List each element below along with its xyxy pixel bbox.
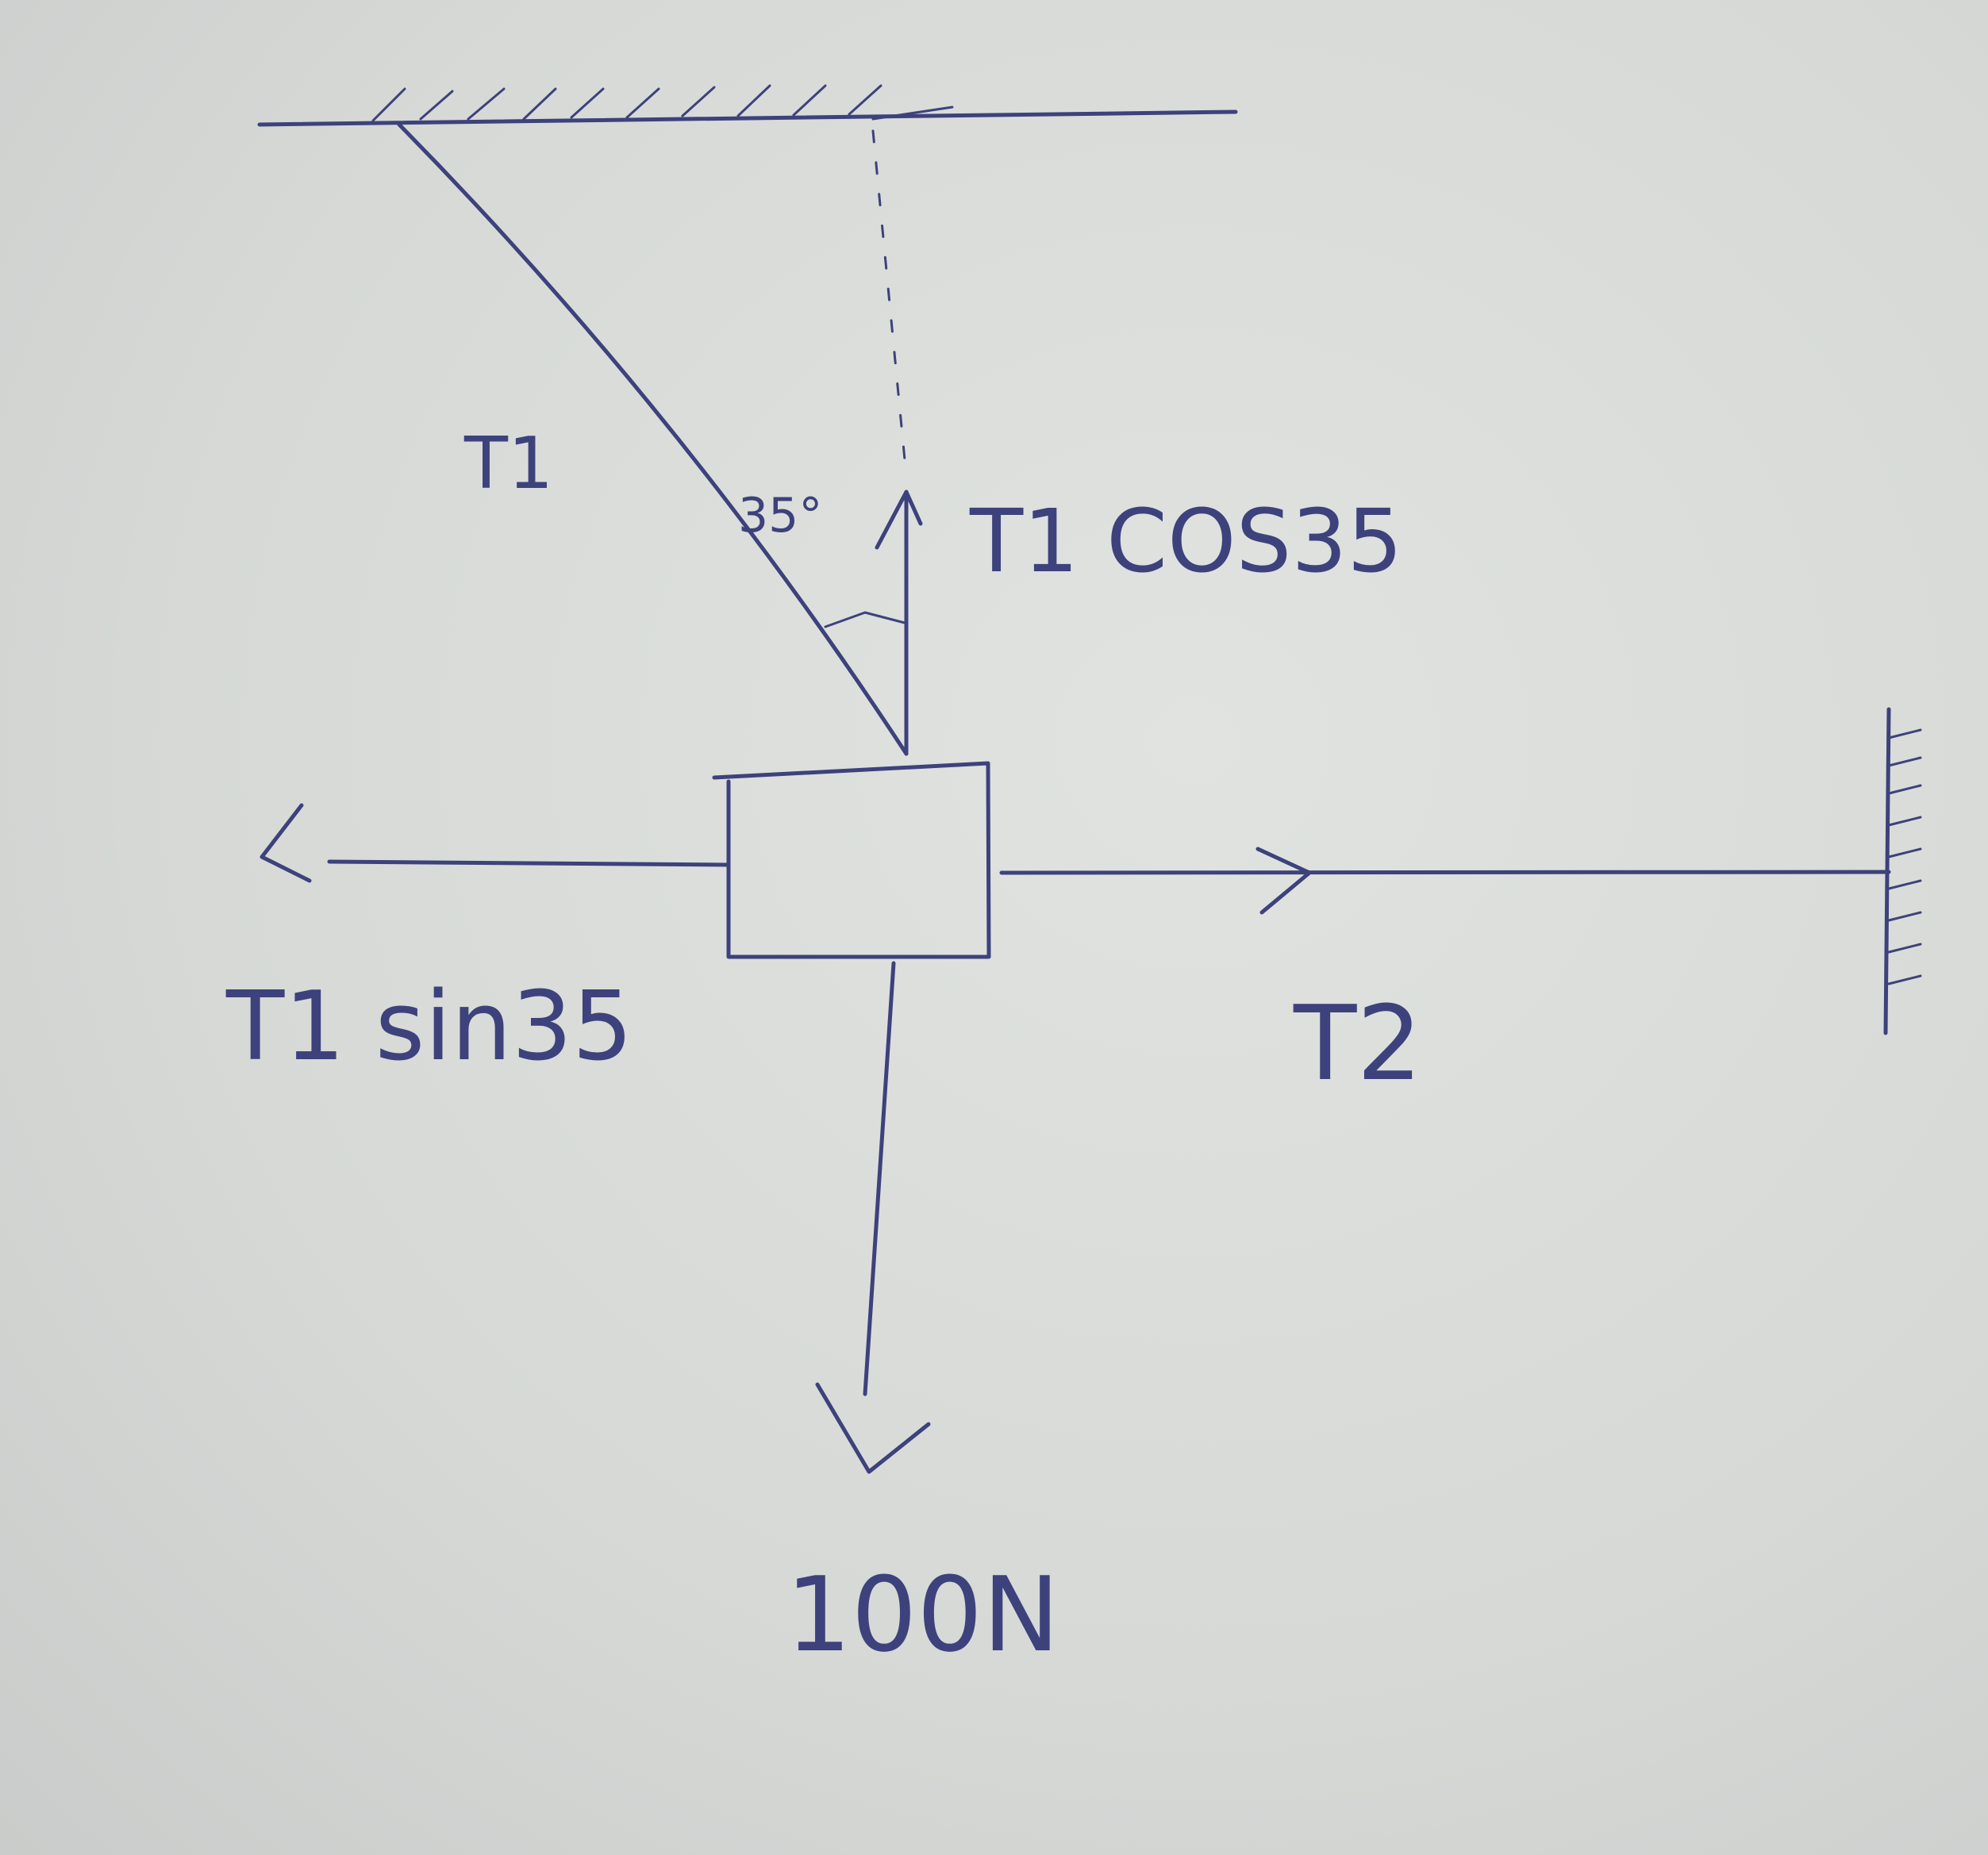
horizontal-rope-arrow [999, 847, 1891, 915]
label-t1-sin35: T1 sin35 [225, 972, 633, 1082]
weight-arrow [815, 961, 931, 1474]
wall-support [1883, 707, 1922, 1035]
label-t2: T2 [1293, 983, 1422, 1104]
vertical-component-arrow [875, 490, 923, 756]
horizontal-component-arrow [260, 803, 731, 883]
label-t1: T1 [463, 422, 553, 505]
label-weight: 100N [786, 1554, 1059, 1675]
label-angle: 35° [738, 488, 822, 543]
rope [397, 122, 909, 756]
hanging-block [712, 761, 991, 959]
label-t1-cos35: T1 COS35 [969, 490, 1402, 592]
angle-marker [824, 611, 906, 628]
vertical-reference-line [871, 129, 908, 478]
ceiling-support [257, 84, 1238, 127]
